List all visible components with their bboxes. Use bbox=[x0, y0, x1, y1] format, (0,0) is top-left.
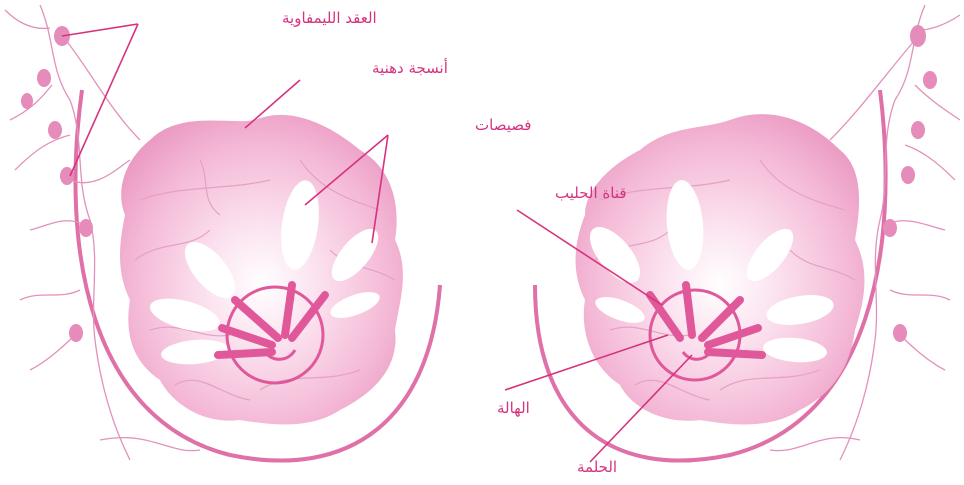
label-areola: الهالة bbox=[497, 399, 530, 417]
lymph-node bbox=[923, 71, 937, 89]
lymph-node bbox=[79, 219, 93, 237]
label-fatty-tissue: أنسجة دهنية bbox=[372, 58, 448, 77]
left-fatty-tissue bbox=[120, 115, 403, 425]
lymph-node bbox=[893, 324, 907, 342]
lymph-node bbox=[21, 93, 33, 109]
lymph-node bbox=[69, 324, 83, 342]
lymph-node bbox=[37, 69, 51, 87]
label-lobules: فصيصات bbox=[475, 116, 531, 134]
lymph-node bbox=[911, 121, 925, 139]
lymph-node bbox=[901, 166, 915, 184]
lymph-node bbox=[883, 219, 897, 237]
label-lymph-nodes: العقد الليمفاوية bbox=[282, 9, 377, 27]
lymph-node bbox=[910, 25, 926, 47]
lymph-node bbox=[48, 121, 62, 139]
leader-lymph-nodes-1 bbox=[62, 24, 138, 36]
label-nipple: الحلمة bbox=[577, 458, 617, 476]
lymph-node bbox=[60, 167, 74, 185]
label-milk-duct: قناة الحليب bbox=[555, 184, 627, 202]
right-breast bbox=[535, 5, 960, 461]
